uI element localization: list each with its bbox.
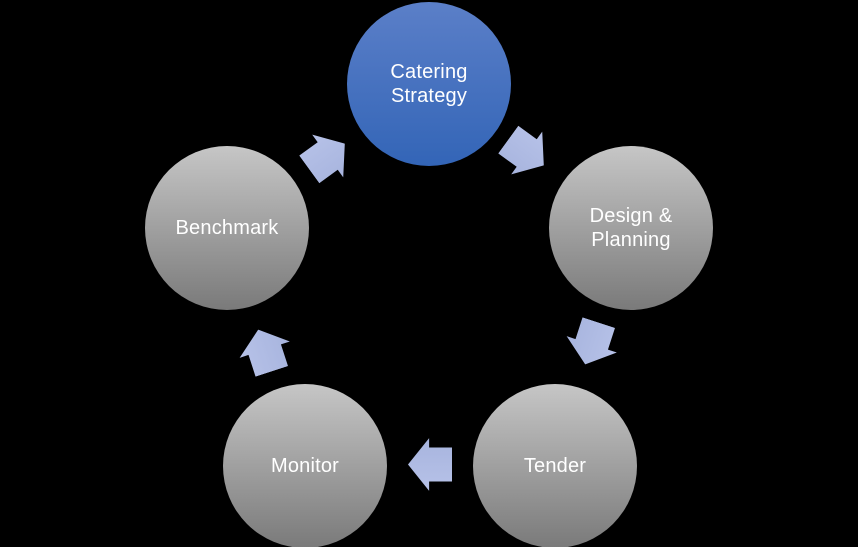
cycle-node-label: Benchmark [175, 216, 279, 239]
block-arrow-icon [408, 437, 452, 492]
cycle-node-benchmark: Benchmark [145, 146, 309, 310]
cycle-node-tender: Tender [473, 384, 637, 547]
block-arrow-icon [232, 321, 298, 380]
arrow-catering-to-design-icon [492, 117, 560, 187]
cycle-node-label: Design & Planning [589, 204, 673, 251]
cycle-node-label: Catering Strategy [390, 60, 468, 107]
cycle-node-label: Tender [523, 454, 587, 477]
arrow-benchmark-to-catering-icon [293, 121, 361, 191]
arrow-tender-to-monitor-icon [408, 437, 452, 492]
arrow-monitor-to-benchmark-icon [232, 321, 298, 380]
cycle-node-catering-strategy: Catering Strategy [347, 2, 511, 166]
block-arrow-icon [293, 121, 361, 191]
cycle-node-design-planning: Design & Planning [549, 146, 713, 310]
cycle-node-monitor: Monitor [223, 384, 387, 547]
block-arrow-icon [492, 117, 560, 187]
block-arrow-icon [559, 314, 625, 373]
cycle-node-label: Monitor [270, 454, 340, 477]
arrow-design-to-tender-icon [559, 314, 625, 373]
